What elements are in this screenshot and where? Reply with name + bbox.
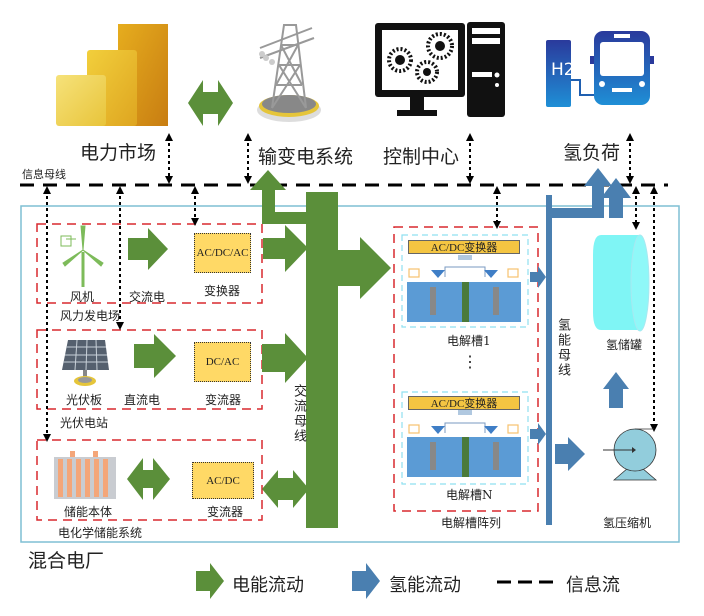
electrolyzer-cell-1 [401, 234, 529, 328]
legend-electric: 电能流动 [232, 566, 304, 602]
electrolyzer-array-label: 电解槽阵列 [441, 516, 502, 530]
hydrogen-compressor-icon [603, 428, 658, 481]
ac-current-label: 交流电 [129, 290, 166, 304]
storage-body-label: 储能本体 [64, 505, 113, 519]
h2bus-to-compressor-arrow [555, 437, 585, 471]
battery-icon [54, 451, 116, 499]
wind-farm-label: 风力发电场 [60, 309, 121, 323]
pv-converter-box[interactable]: DC/AC [194, 342, 251, 382]
dc-current-label: 直流电 [124, 393, 161, 407]
transmission-system-label: 输变电系统 [258, 146, 354, 168]
ac-bus-to-transmission-arrow [250, 170, 306, 224]
tank-to-load-arrow [601, 178, 631, 218]
electrolyzer-n-label: 电解槽N [446, 488, 493, 502]
ac-bus-label: 交流母线 [291, 384, 306, 444]
storage-converter-label: 变流器 [207, 505, 244, 519]
legend-info: 信息流 [566, 566, 620, 602]
pv-station-label: 光伏电站 [60, 416, 109, 430]
info-flow-top [165, 133, 634, 184]
storage-group [36, 439, 263, 521]
wind-turbine-label: 风机 [70, 290, 95, 304]
cell1-to-h2bus-arrow [530, 266, 546, 288]
electrolyzer-cell-n [401, 391, 529, 485]
control-center-label: 控制中心 [383, 146, 460, 168]
wind-farm-group [36, 223, 263, 304]
wind-to-bus-arrow [263, 225, 308, 272]
electrolyzer-ellipsis: ⋮ [462, 352, 478, 371]
ac-bus-to-electrolyzer-arrow [338, 237, 391, 299]
hydrogen-tank-icon [593, 234, 650, 332]
electrolyzer-1-label: 电解槽1 [447, 334, 491, 348]
legend-hydrogen: 氢能流动 [389, 566, 461, 602]
control-center-icon [375, 22, 505, 117]
hydrogen-compressor-label: 氢压缩机 [603, 516, 652, 530]
power-market-icon [56, 24, 168, 126]
hydrogen-load-label: 氢负荷 [563, 142, 621, 164]
storage-system-label: 电化学储能系统 [58, 526, 143, 540]
h2-label: H2 [551, 60, 575, 80]
electrolyzer-1-converter[interactable]: AC/DC变换器 [408, 240, 520, 254]
ac-bus-bar[interactable] [306, 192, 338, 528]
pv-station-group [36, 329, 263, 410]
legend-electric-arrow-icon [196, 563, 224, 599]
hydrogen-bus-bar[interactable] [546, 195, 552, 525]
hybrid-plant-boundary [20, 205, 680, 543]
legend-info-label: 信息流 [566, 575, 620, 596]
hydrogen-bus-label: 氢能母线 [555, 318, 570, 378]
pv-dc-arrow [134, 334, 176, 378]
electrolyzer-array-group [393, 226, 539, 512]
legend-hydrogen-arrow-icon [352, 563, 380, 599]
storage-converter-box[interactable]: AC/DC [192, 462, 254, 499]
wind-turbine-icon [60, 225, 104, 287]
pv-converter-label: 变流器 [205, 393, 242, 407]
market-transmission-arrow [188, 80, 233, 126]
pv-to-bus-arrow [262, 333, 308, 383]
info-flow-internal [43, 186, 658, 442]
celln-to-h2bus-arrow [530, 423, 546, 445]
pv-panel-label: 光伏板 [66, 393, 103, 407]
solar-panel-icon [62, 339, 109, 386]
power-market-label: 电力市场 [80, 142, 157, 164]
hybrid-plant-label: 混合电厂 [28, 550, 105, 572]
information-bus-label: 信息母线 [22, 168, 66, 181]
wind-ac-arrow [128, 228, 168, 270]
h2bus-to-load-arrow [552, 168, 612, 218]
transmission-tower-icon [257, 24, 321, 122]
compressor-to-tank-arrow [603, 372, 629, 408]
wind-converter-label: 变换器 [204, 284, 241, 298]
storage-bus-bidirectional-arrow [262, 470, 309, 508]
storage-bidirectional-arrow [127, 458, 170, 500]
legend-hydrogen-label: 氢能流动 [389, 575, 461, 596]
hydrogen-bus-icon [546, 31, 654, 107]
legend-electric-label: 电能流动 [232, 575, 304, 596]
hydrogen-tank-label: 氢储罐 [606, 338, 643, 352]
wind-converter-box[interactable]: AC/DC/AC [194, 233, 251, 273]
electrolyzer-n-converter[interactable]: AC/DC变换器 [408, 396, 520, 410]
